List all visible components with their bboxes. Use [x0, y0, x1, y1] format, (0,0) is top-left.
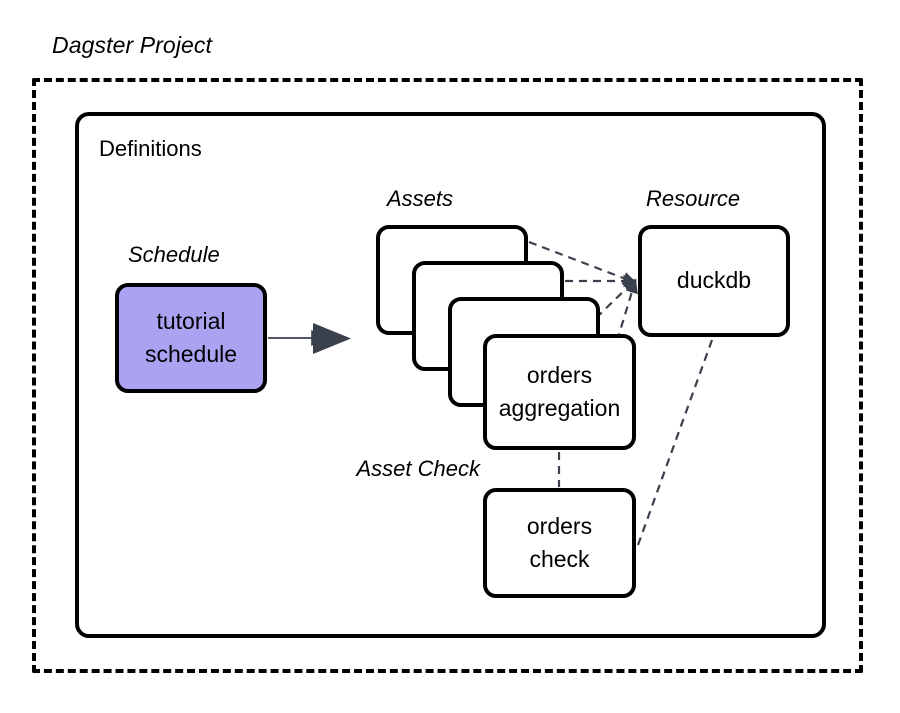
caption-schedule: Schedule: [128, 242, 220, 267]
definitions-label: Definitions: [99, 136, 202, 161]
node-orders-check[interactable]: orders check: [483, 488, 636, 598]
caption-resource: Resource: [646, 186, 741, 211]
project-title: Dagster Project: [52, 32, 213, 58]
node-tutorial-schedule[interactable]: tutorial schedule: [115, 283, 267, 393]
node-label-line1: tutorial: [156, 307, 226, 334]
project-boundary: [32, 78, 863, 673]
node-label-line1: duckdb: [676, 267, 752, 294]
node-label-line2: aggregation: [498, 395, 621, 421]
node-label-line2: check: [529, 546, 590, 572]
node-orders-aggregation[interactable]: orders aggregation: [483, 334, 636, 450]
caption-assets: Assets: [387, 186, 454, 211]
definitions-container: [75, 112, 826, 638]
node-duckdb[interactable]: duckdb: [638, 225, 790, 337]
node-label-line2: schedule: [144, 341, 238, 367]
node-label-line1: orders: [526, 512, 593, 539]
node-label-line1: orders: [526, 361, 593, 388]
caption-asset-check: Asset Check: [356, 456, 481, 481]
